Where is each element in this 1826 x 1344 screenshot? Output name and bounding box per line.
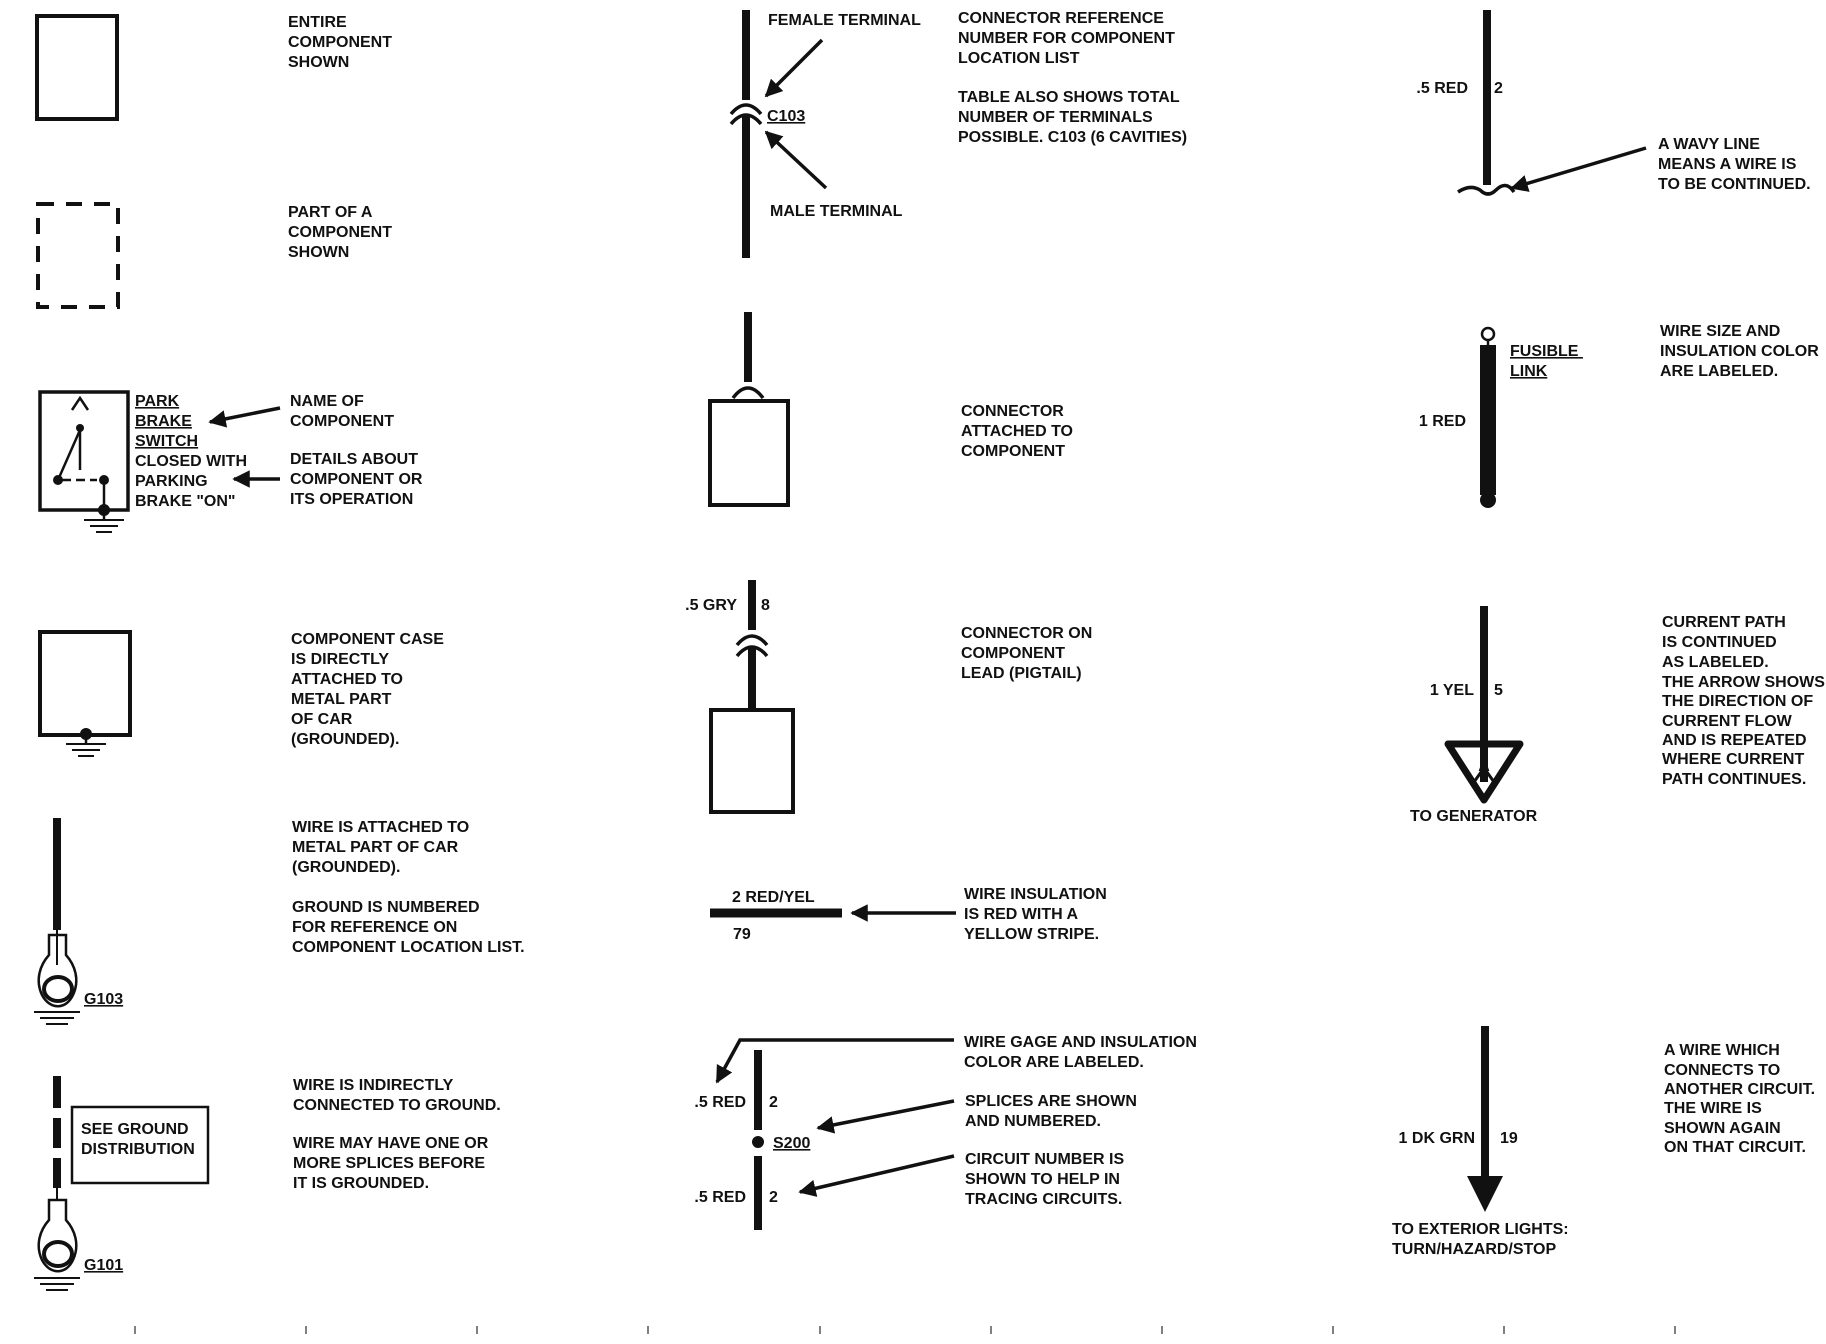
ground-id-g101: G101: [84, 1257, 123, 1274]
connector-id-c103: C103: [767, 108, 805, 125]
circuit-text: CIRCUIT NUMBER IS SHOWN TO HELP IN TRACI…: [965, 1151, 1129, 1208]
splice-top-wire-label: .5 RED: [694, 1094, 746, 1111]
wavy-text: A WAVY LINE MEANS A WIRE IS TO BE CONTIN…: [1658, 136, 1811, 193]
stripe-text: WIRE INSULATION IS RED WITH A YELLOW STR…: [964, 886, 1111, 943]
see-ground-box-text: SEE GROUND DISTRIBUTION: [81, 1121, 195, 1158]
splice-id-s200: S200: [773, 1135, 810, 1152]
pigtail-wire-label: .5 GRY: [685, 597, 737, 614]
other-circuit-wire-label: 1 DK GRN: [1399, 1130, 1475, 1147]
splice-top-circuit-number: 2: [769, 1094, 778, 1111]
name-arrow: [208, 406, 281, 428]
wavy-line-symbol: [1457, 10, 1516, 196]
current-path-text: CURRENT PATH IS CONTINUED AS LABELED. TH…: [1662, 614, 1826, 788]
other-circuit-arrow-symbol: [1467, 1026, 1503, 1212]
connector-reference-text: CONNECTOR REFERENCE NUMBER FOR COMPONENT…: [958, 10, 1187, 146]
fusible-link-symbol: [1480, 326, 1496, 508]
splice-bottom-circuit-number: 2: [769, 1189, 778, 1206]
wire-ground-eyelet-symbol: [34, 818, 80, 1025]
part-component-text: PART OF A COMPONENT SHOWN: [288, 204, 396, 261]
splice-bottom-wire-label: .5 RED: [694, 1189, 746, 1206]
other-circuit-destination: TO EXTERIOR LIGHTS: TURN/HAZARD/STOP: [1392, 1221, 1573, 1258]
connector-attached-text: CONNECTOR ATTACHED TO COMPONENT: [961, 403, 1077, 460]
stripe-wire-label: 2 RED/YEL: [732, 889, 815, 906]
stripe-circuit-number: 79: [733, 926, 751, 943]
wavy-wire-label: .5 RED: [1416, 80, 1468, 97]
park-brake-name: PARK BRAKE SWITCH: [135, 393, 198, 450]
bottom-ruler-ticks: [134, 1326, 1676, 1334]
indirect-ground-symbol: [34, 1076, 210, 1291]
circuit-arrow: [798, 1154, 955, 1197]
female-terminal-label: FEMALE TERMINAL: [768, 12, 921, 29]
fusible-text: WIRE SIZE AND INSULATION COLOR ARE LABEL…: [1660, 323, 1823, 380]
other-circuit-text: A WIRE WHICH CONNECTS TO ANOTHER CIRCUIT…: [1664, 1042, 1820, 1156]
female-terminal-arrow: [764, 38, 824, 98]
male-terminal-label: MALE TERMINAL: [770, 203, 903, 220]
current-path-wire-label: 1 YEL: [1430, 682, 1474, 699]
current-path-circuit-number: 5: [1494, 682, 1503, 699]
terminal-connector-symbol: [729, 10, 763, 258]
park-brake-detail-caption: DETAILS ABOUT COMPONENT OR ITS OPERATION: [290, 451, 427, 508]
component-case-ground-symbol: [38, 630, 132, 757]
park-brake-name-caption: NAME OF COMPONENT: [290, 393, 394, 430]
park-brake-switch-symbol: [38, 390, 130, 533]
current-path-symbol: [1444, 606, 1524, 804]
splice-symbol: [752, 1050, 764, 1230]
part-component-symbol: [36, 202, 120, 309]
fusible-wire-label: 1 RED: [1419, 413, 1466, 430]
other-circuit-number: 19: [1500, 1130, 1518, 1147]
gage-arrow: [715, 1038, 954, 1084]
entire-component-text: ENTIRE COMPONENT SHOWN: [288, 14, 396, 71]
entire-component-symbol: [35, 14, 119, 121]
pigtail-circuit-number: 8: [761, 597, 770, 614]
splice-text: SPLICES ARE SHOWN AND NUMBERED.: [965, 1093, 1141, 1130]
wavy-circuit-number: 2: [1494, 80, 1503, 97]
pigtail-text: CONNECTOR ON COMPONENT LEAD (PIGTAIL): [961, 625, 1097, 682]
pigtail-connector-symbol: [709, 580, 795, 814]
splice-arrow: [816, 1099, 955, 1134]
fusible-link-label: FUSIBLE LINK: [1510, 343, 1583, 380]
park-brake-details: CLOSED WITH PARKING BRAKE "ON": [135, 453, 251, 510]
component-case-text: COMPONENT CASE IS DIRECTLY ATTACHED TO M…: [291, 631, 448, 748]
current-path-destination: TO GENERATOR: [1410, 808, 1538, 825]
connector-attached-symbol: [708, 312, 790, 507]
ground-id-g103: G103: [84, 991, 123, 1008]
gage-text: WIRE GAGE AND INSULATION COLOR ARE LABEL…: [964, 1034, 1201, 1071]
indirect-ground-text: WIRE IS INDIRECTLY CONNECTED TO GROUND. …: [293, 1077, 505, 1192]
male-terminal-arrow: [764, 130, 828, 190]
wavy-arrow: [1510, 146, 1647, 192]
current-path-letter: A: [1478, 758, 1490, 775]
wire-grounded-text: WIRE IS ATTACHED TO METAL PART OF CAR (G…: [292, 819, 525, 956]
